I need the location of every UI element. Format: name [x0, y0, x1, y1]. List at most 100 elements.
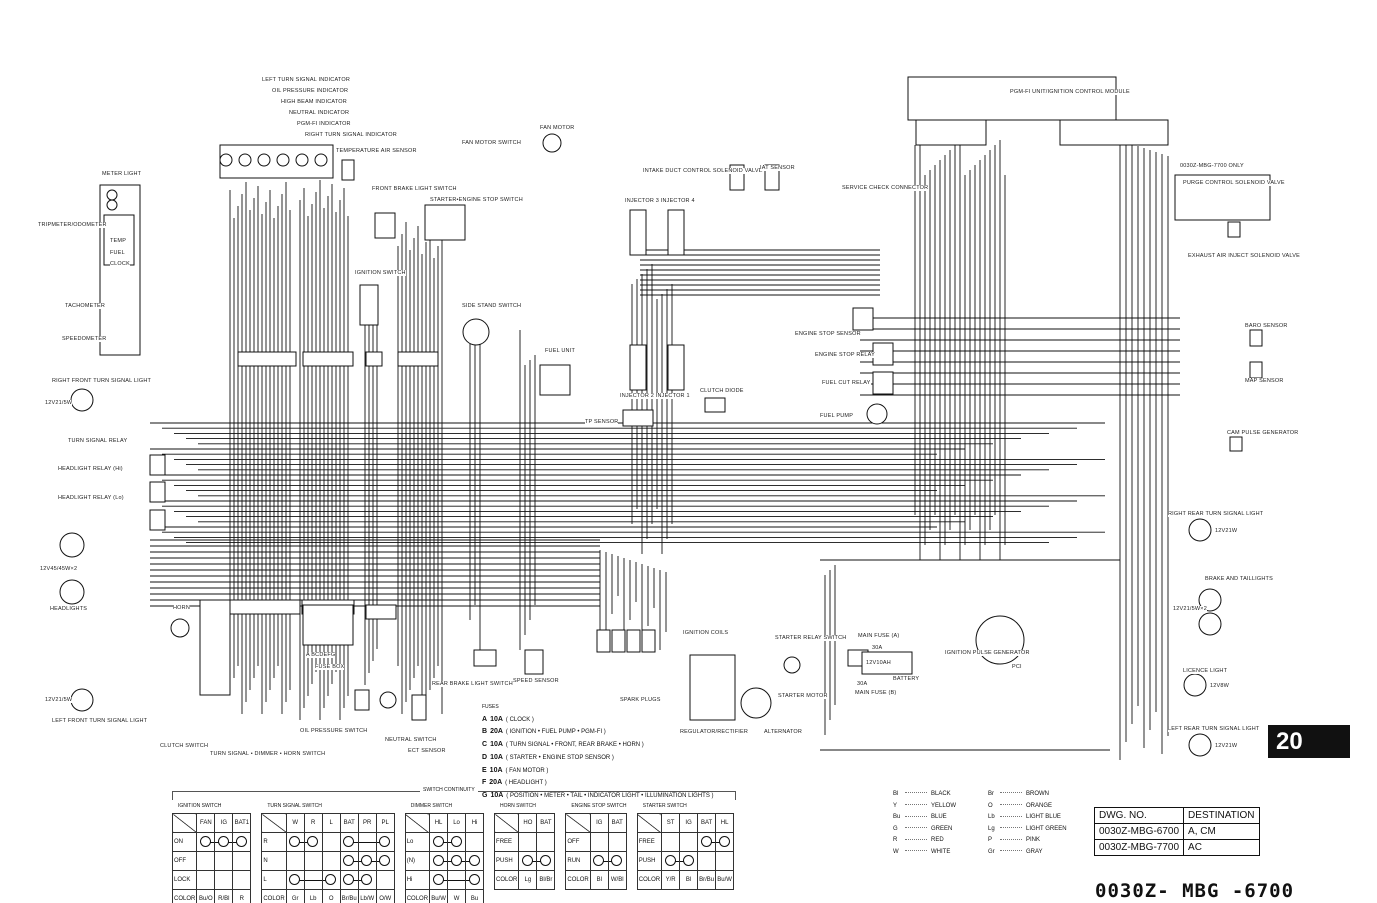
terminal-header: HO	[518, 813, 538, 833]
headlight-relay-hi	[149, 481, 166, 503]
label-turn-relay: TURN SIGNAL RELAY	[68, 438, 128, 444]
header-diagonal	[261, 813, 287, 833]
terminal-header: IG	[679, 813, 699, 833]
continuity-cell	[339, 832, 359, 852]
color-name: GRAY	[1026, 848, 1043, 855]
label-pcl: PCI	[1012, 664, 1022, 670]
label-hl-bulb: 12V45/45W×2	[40, 566, 78, 572]
color-row-label: COLOR	[636, 870, 663, 890]
continuity-circle-icon	[361, 874, 373, 885]
speed-sensor	[524, 649, 544, 675]
switch-table-title: HORN SWITCH	[500, 803, 536, 809]
continuity-cell	[465, 832, 485, 852]
position-label: ON	[171, 832, 198, 852]
starter-engine-stop-switch	[424, 204, 466, 241]
continuity-circle-icon	[432, 855, 444, 866]
position-label: OFF	[171, 851, 198, 871]
regulator-rectifier	[689, 654, 736, 721]
label-brake-tail: BRAKE AND TAILLIGHTS	[1205, 576, 1273, 582]
wire-color-cell: Lg	[518, 870, 538, 890]
ignition-pulse-generator-icon	[975, 615, 1025, 665]
fuse-description: ( CLOCK )	[505, 716, 534, 723]
color-name: LIGHT BLUE	[1026, 814, 1061, 821]
fuse-description: ( HEADLIGHT )	[505, 780, 547, 787]
continuity-circle-icon	[343, 836, 355, 847]
label-temp-air: TEMPERATURE AIR SENSOR	[336, 148, 417, 154]
turn-signal-relay	[149, 454, 166, 476]
label-fuel-unit: FUEL UNIT	[545, 348, 576, 354]
position-label: PUSH	[636, 851, 663, 871]
headlight-relay-lo	[149, 509, 166, 531]
label-speed-sensor: SPEED SENSOR	[513, 678, 559, 684]
label-lr-turn: LEFT REAR TURN SIGNAL LIGHT	[1168, 726, 1260, 732]
terminal-header: IG	[214, 813, 234, 833]
continuity-circle-icon	[307, 836, 319, 847]
terminal-header: L	[321, 813, 341, 833]
continuity-cell	[518, 832, 538, 852]
continuity-cell	[536, 832, 556, 852]
side-stand-switch-icon	[462, 318, 490, 346]
indicator-bulb-icon	[257, 153, 271, 167]
continuity-cell	[214, 870, 234, 890]
continuity-cell	[196, 851, 216, 871]
switch-position-row: RUN	[565, 851, 627, 871]
color-name: RED	[931, 837, 944, 844]
indicator-bulb-icon	[314, 153, 328, 167]
brake-tail-light-icon	[1198, 588, 1222, 612]
continuity-cell	[465, 870, 485, 890]
switch-table-title: TURN SIGNAL SWITCH	[267, 803, 322, 809]
label-starter-stop: STARTER•ENGINE STOP SWITCH	[430, 197, 523, 203]
continuity-circle-icon	[539, 855, 551, 866]
fuse-description: ( FAN MOTOR )	[505, 767, 549, 774]
switch-position-row: LOCK	[171, 870, 252, 890]
connector-block	[227, 599, 301, 615]
continuity-cell	[429, 832, 449, 852]
injector	[629, 344, 647, 391]
continuity-circle-icon	[664, 855, 676, 866]
wire-color-cell: Y/R	[661, 870, 681, 890]
continuity-cell	[285, 851, 305, 871]
label-fuse30a-1: 30A	[872, 645, 883, 651]
drawing-number: 0030Z- MBG -6700	[1095, 880, 1295, 902]
header-diagonal	[171, 813, 198, 833]
label-ign-sw: IGNITION SWITCH	[355, 270, 406, 276]
color-name: BROWN	[1026, 791, 1049, 797]
color-code: Gr	[988, 848, 995, 855]
color-row-label: COLOR	[494, 870, 520, 890]
label-fusebox-letters: A BCDEFG	[306, 652, 336, 658]
continuity-circle-icon	[432, 874, 444, 885]
fuse-letter: A	[482, 715, 488, 723]
leader-dots	[1000, 804, 1022, 806]
wire-color-cell: O	[321, 889, 341, 903]
indicator-bulb-icon	[295, 153, 309, 167]
continuity-cell	[321, 832, 341, 852]
label-lf-bulb: 12V21/5W	[45, 697, 73, 703]
label-clutch-sw: CLUTCH SWITCH	[160, 743, 209, 749]
continuity-cell	[357, 832, 377, 852]
switch-position-row: L	[261, 870, 395, 890]
label-hibeam-ind: HIGH BEAM INDICATOR	[281, 99, 347, 105]
fuel-cut-relay	[872, 371, 894, 395]
fuse-letter: D	[482, 753, 488, 761]
destination-cell: AC	[1183, 839, 1260, 856]
continuity-circle-icon	[361, 855, 373, 866]
label-rf-turn: RIGHT FRONT TURN SIGNAL LIGHT	[52, 378, 152, 384]
fuse-rating: 10A	[489, 766, 503, 774]
ignition-coil	[641, 629, 656, 653]
continuity-cell	[232, 870, 252, 890]
wire-color-cell: Bu/W	[429, 889, 449, 903]
terminal-header: FAN	[196, 813, 216, 833]
color-code: Bl	[893, 791, 899, 797]
position-label: (N)	[404, 851, 431, 871]
continuity-circle-icon	[450, 855, 462, 866]
position-label: N	[261, 851, 287, 871]
